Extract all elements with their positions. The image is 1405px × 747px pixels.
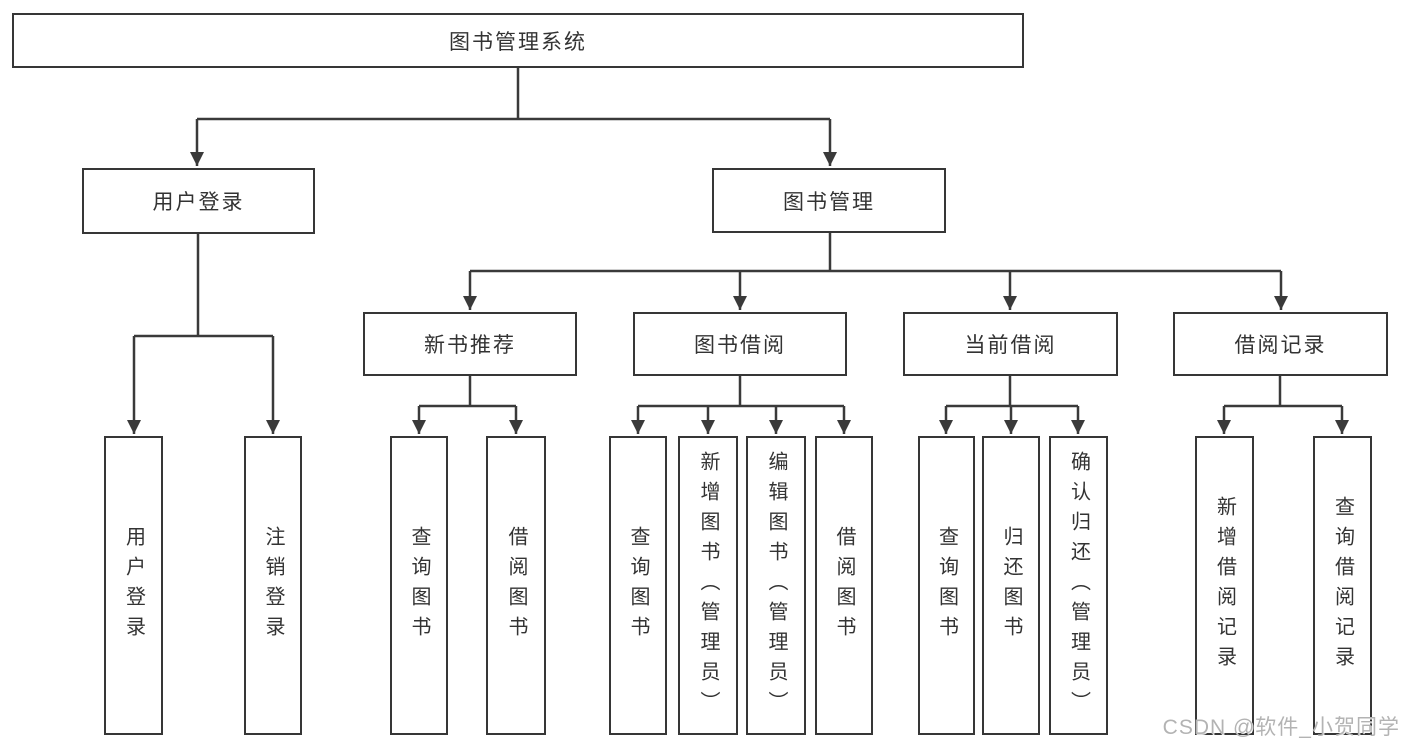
csdn-watermark: CSDN @软件_小贺同学 — [1162, 716, 1400, 739]
node-borrowing-records: 借阅记录 — [1173, 312, 1388, 376]
leaf-return-books: 归还图书 — [982, 436, 1040, 735]
leaf-user-login-label: 用户登录 — [122, 525, 145, 646]
node-current-borrowing: 当前借阅 — [903, 312, 1118, 376]
leaf-query-borrow-record-label: 查询借阅记录 — [1331, 495, 1354, 676]
leaf-query-books-recommend-label: 查询图书 — [408, 525, 430, 646]
leaf-add-borrow-record: 新增借阅记录 — [1195, 436, 1254, 735]
leaf-query-books-borrowing: 查询图书 — [609, 436, 667, 735]
leaf-borrow-books-borrowing: 借阅图书 — [815, 436, 873, 735]
leaf-query-books-current-label: 查询图书 — [935, 525, 958, 646]
leaf-add-books-admin: 新增图书（管理员） — [678, 436, 738, 735]
leaf-query-books-borrowing-label: 查询图书 — [627, 525, 649, 646]
node-new-book-recommend: 新书推荐 — [363, 312, 577, 376]
node-user-login: 用户登录 — [82, 168, 315, 234]
node-book-management: 图书管理 — [712, 168, 946, 233]
leaf-edit-books-admin-label: 编辑图书（管理员） — [765, 450, 787, 721]
leaf-logout-label: 注销登录 — [262, 525, 284, 646]
leaf-add-borrow-record-label: 新增借阅记录 — [1213, 495, 1236, 676]
leaf-query-books-current: 查询图书 — [918, 436, 975, 735]
leaf-edit-books-admin: 编辑图书（管理员） — [746, 436, 806, 735]
node-book-borrowing: 图书借阅 — [633, 312, 847, 376]
leaf-return-books-label: 归还图书 — [1000, 525, 1022, 646]
leaf-confirm-return-admin-label: 确认归还（管理员） — [1067, 450, 1090, 721]
leaf-query-borrow-record: 查询借阅记录 — [1313, 436, 1372, 735]
leaf-borrow-books-recommend-label: 借阅图书 — [505, 525, 527, 646]
leaf-confirm-return-admin: 确认归还（管理员） — [1049, 436, 1108, 735]
node-library-management-system: 图书管理系统 — [12, 13, 1024, 68]
leaf-borrow-books-recommend: 借阅图书 — [486, 436, 546, 735]
leaf-borrow-books-borrowing-label: 借阅图书 — [833, 525, 855, 646]
leaf-logout: 注销登录 — [244, 436, 302, 735]
leaf-query-books-recommend: 查询图书 — [390, 436, 448, 735]
leaf-add-books-admin-label: 新增图书（管理员） — [697, 450, 719, 721]
leaf-user-login: 用户登录 — [104, 436, 163, 735]
